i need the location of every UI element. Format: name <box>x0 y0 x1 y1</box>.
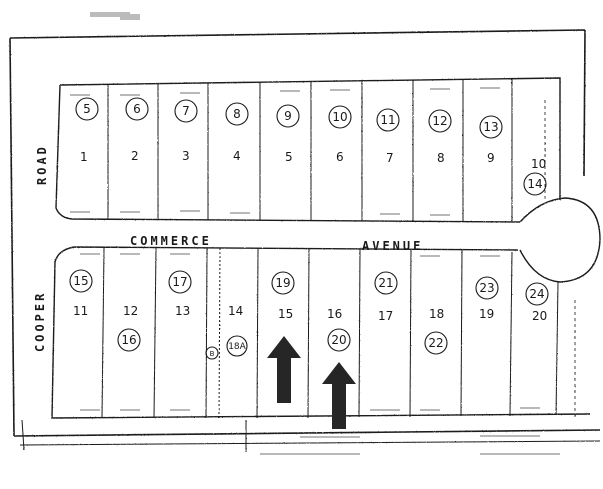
scribbles <box>70 87 560 455</box>
svg-text:6: 6 <box>133 102 141 116</box>
lot-number: 20 <box>532 309 547 323</box>
svg-text:16: 16 <box>121 333 136 347</box>
lot-number: 6 <box>336 150 344 164</box>
easement-lines <box>544 100 576 420</box>
parcel-circle: 6 <box>125 97 149 121</box>
lot-number: 18 <box>429 307 444 321</box>
parcel-circle: 11 <box>376 108 400 132</box>
svg-text:7: 7 <box>182 104 190 118</box>
bottom-lot-lines <box>101 247 559 419</box>
parcel-circle: 8 <box>225 102 249 126</box>
street-road: ROAD <box>35 144 49 185</box>
top-lot-numbers: 1 2 3 4 5 6 7 8 9 10 <box>80 149 546 171</box>
parcel-circle: 19 <box>271 271 295 295</box>
top-lot-lines <box>107 79 513 221</box>
svg-text:15: 15 <box>73 274 88 288</box>
marker-circle: B <box>205 346 219 360</box>
parcel-circle: 12 <box>428 109 452 133</box>
bottom-block-outline <box>51 246 591 419</box>
lot-number: 3 <box>182 149 190 163</box>
svg-text:10: 10 <box>332 110 347 124</box>
lot-number: 10 <box>531 157 546 171</box>
parcel-circle: 15 <box>69 269 93 293</box>
street-commerce: COMMERCE <box>130 234 212 248</box>
cul-de-sac <box>519 197 601 283</box>
top-block-outline <box>55 77 561 223</box>
parcel-circle: 20 <box>327 328 351 352</box>
parcel-circle: 17 <box>168 270 192 294</box>
parcel-circle: 5 <box>75 97 99 121</box>
parcel-circle: 23 <box>475 276 499 300</box>
svg-text:13: 13 <box>483 120 498 134</box>
parcel-circle: 10 <box>328 105 352 129</box>
street-avenue: AVENUE <box>362 239 423 253</box>
svg-text:24: 24 <box>529 287 544 301</box>
parcel-circle: 7 <box>174 99 198 123</box>
top-circled-numbers: 5 6 7 8 9 10 11 12 <box>75 97 547 196</box>
lot-number: 14 <box>228 304 243 318</box>
lot-number: 11 <box>73 304 88 318</box>
lot-number: 12 <box>123 304 138 318</box>
svg-text:23: 23 <box>479 281 494 295</box>
svg-text:20: 20 <box>331 333 346 347</box>
parcel-circle: 13 <box>479 115 503 139</box>
lot-number: 19 <box>479 307 494 321</box>
lot-number: 5 <box>285 150 293 164</box>
svg-text:9: 9 <box>284 109 292 123</box>
lot-number: 2 <box>131 149 139 163</box>
bottom-road-line <box>19 440 601 446</box>
svg-text:8: 8 <box>233 107 241 121</box>
lot-number: 1 <box>80 150 88 164</box>
svg-text:19: 19 <box>275 276 290 290</box>
svg-text:5: 5 <box>83 102 91 116</box>
parcel-circle: 22 <box>424 331 448 355</box>
parcel-circle: 24 <box>525 282 549 306</box>
street-cooper: COOPER <box>33 291 47 352</box>
lot-number: 7 <box>386 151 394 165</box>
svg-text:11: 11 <box>380 113 395 127</box>
arrow-up-icon <box>267 336 301 403</box>
svg-text:22: 22 <box>428 336 443 350</box>
parcel-circle: 9 <box>276 104 300 128</box>
arrow-up-icon <box>322 362 356 429</box>
lot-number: 13 <box>175 304 190 318</box>
svg-text:12: 12 <box>432 114 447 128</box>
scan-marks <box>90 12 140 20</box>
parcel-circle: 18A <box>226 335 248 357</box>
lot-number: 17 <box>378 309 393 323</box>
lot-number: 16 <box>327 307 342 321</box>
parcel-circle: 21 <box>374 271 398 295</box>
bottom-circled-numbers: 15 17 19 21 23 24 16 20 <box>69 269 549 360</box>
parcel-circle: 16 <box>117 328 141 352</box>
lot-number: 8 <box>437 151 445 165</box>
svg-text:14: 14 <box>527 177 542 191</box>
bottom-left-tick <box>21 419 25 451</box>
svg-text:18A: 18A <box>228 342 246 352</box>
sheet-border <box>9 29 601 437</box>
bottom-lot-numbers: 11 12 13 14 15 16 17 18 19 20 <box>73 304 547 323</box>
lot-number: 4 <box>233 149 241 163</box>
svg-text:17: 17 <box>172 275 187 289</box>
lot-number: 9 <box>487 151 495 165</box>
svg-text:B: B <box>210 350 215 358</box>
parcel-circle: 14 <box>523 172 547 196</box>
svg-text:21: 21 <box>378 276 393 290</box>
lot-number: 15 <box>278 307 293 321</box>
